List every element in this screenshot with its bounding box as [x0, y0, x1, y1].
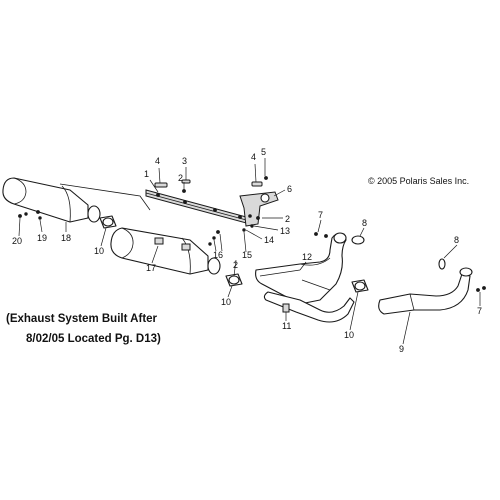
- callout-14: 14: [264, 235, 274, 245]
- callout-1: 1: [144, 169, 149, 179]
- head-pipe-assembly: [255, 232, 355, 323]
- callout-19: 19: [37, 233, 47, 243]
- callout-17: 17: [146, 263, 156, 273]
- callout-4: 4: [155, 156, 160, 166]
- callout-8b: 8: [454, 235, 459, 245]
- callout-2: 2: [178, 173, 183, 183]
- note-line-2: 8/02/05 Located Pg. D13): [26, 333, 161, 345]
- callout-numbers: 1 2 3 4 4 5 6 2 13 14 15 16 2 7 8 12 8 7…: [12, 147, 482, 354]
- callout-11: 11: [282, 321, 291, 331]
- rear-head-pipe: [378, 267, 473, 315]
- callout-7: 7: [318, 210, 323, 220]
- callout-2b: 2: [285, 214, 290, 224]
- callout-10c: 10: [344, 330, 354, 340]
- hardware-washers: [154, 176, 268, 246]
- callout-12: 12: [302, 252, 312, 262]
- callout-2c: 2: [233, 260, 238, 270]
- callout-18: 18: [61, 233, 71, 243]
- callout-16: 16: [213, 250, 223, 260]
- gasket-ring-left: [351, 235, 365, 245]
- note-line-1: (Exhaust System Built After: [6, 313, 158, 325]
- callout-4b: 4: [251, 152, 256, 162]
- callout-10a: 10: [94, 246, 104, 256]
- callout-9: 9: [399, 344, 404, 354]
- copyright-text: © 2005 Polaris Sales Inc.: [368, 176, 469, 186]
- callout-8: 8: [362, 218, 367, 228]
- muffler-upper: [2, 177, 151, 223]
- callout-20: 20: [12, 236, 22, 246]
- heat-shield-bracket: [145, 189, 251, 225]
- mount-bracket: [239, 191, 279, 227]
- callout-15: 15: [242, 250, 252, 260]
- callout-10b: 10: [221, 297, 231, 307]
- callout-6: 6: [287, 184, 292, 194]
- gasket-ring-right: [438, 258, 446, 270]
- muffler-lower: [110, 227, 221, 275]
- callout-3: 3: [182, 156, 187, 166]
- clamp-left: [99, 215, 117, 229]
- leader-lines: [18, 158, 481, 345]
- callout-7b: 7: [477, 306, 482, 316]
- clamp-right: [351, 279, 369, 293]
- callout-13: 13: [280, 226, 290, 236]
- callout-5: 5: [261, 147, 266, 157]
